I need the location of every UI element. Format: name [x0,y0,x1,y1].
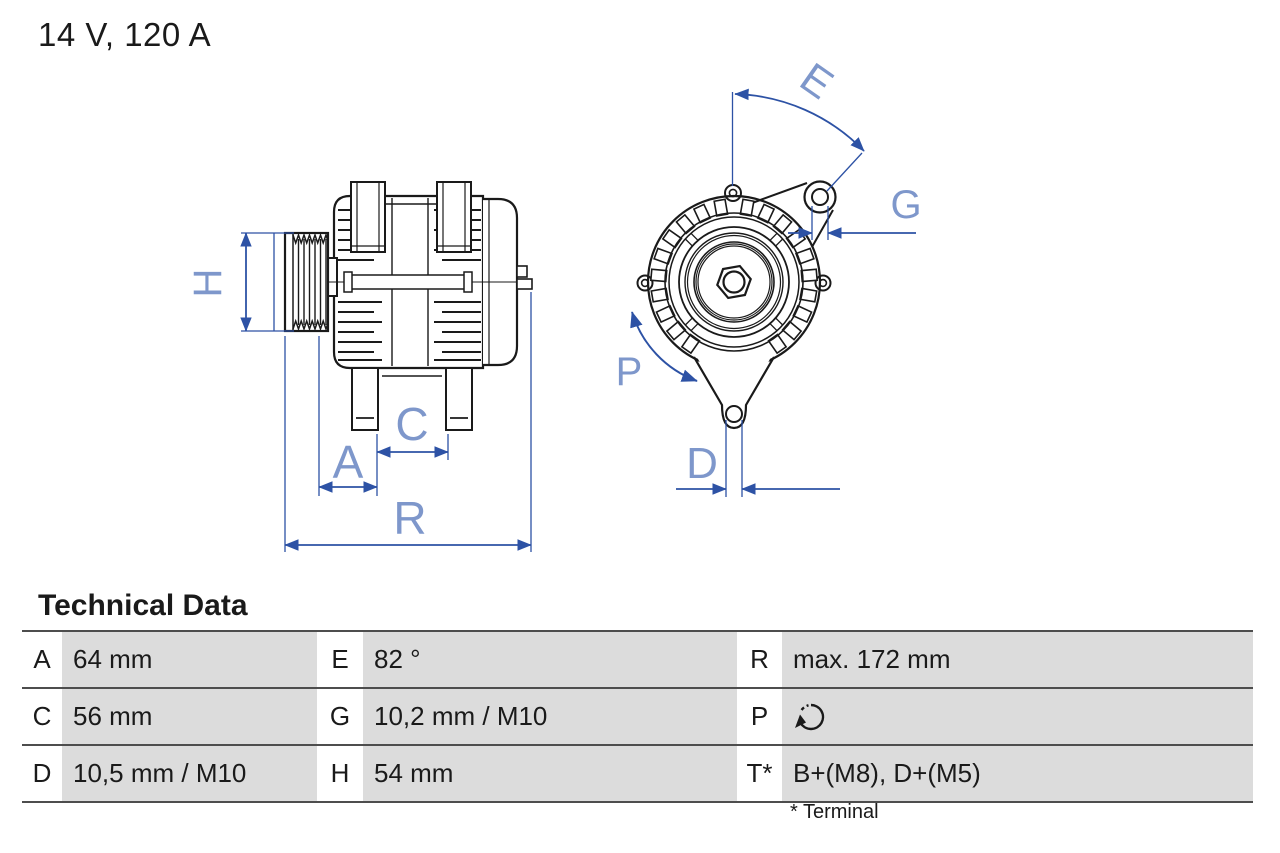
right-ear [814,274,832,292]
spec-key-h: H [317,746,363,801]
bottom-mounting-lug-front [351,367,379,431]
table-row: D 10,5 mm / M10 H 54 mm T* B+(M8), D+(M5… [22,746,1253,803]
spec-value-e: 82 ° [363,632,737,687]
left-ear [636,274,654,292]
terminal-studs [516,265,533,290]
fan-rings [664,212,804,352]
spec-key-p: P [737,689,782,744]
dim-label-p: P [616,350,643,394]
spec-value-a: 64 mm [62,632,317,687]
spec-value-g: 10,2 mm / M10 [363,689,737,744]
bottom-lug [693,355,775,430]
dimension-lines [240,88,916,552]
spec-key-g: G [317,689,363,744]
spec-key-a: A [22,632,62,687]
spec-value-d: 10,5 mm / M10 [62,746,317,801]
through-bolt [343,271,473,293]
dim-h [240,232,294,332]
alternator-front-view [636,180,837,430]
top-ear [724,184,742,202]
page-title: 14 V, 120 A [38,16,212,53]
dim-r [284,292,532,552]
top-mounting-lug-front [350,181,386,253]
spec-value-t: B+(M8), D+(M5) [782,746,1253,801]
table-row: C 56 mm G 10,2 mm / M10 P [22,689,1253,746]
rotation-direction-icon [793,701,829,733]
spec-value-c: 56 mm [62,689,317,744]
bottom-mounting-lug-rear [445,367,473,431]
dim-e [731,88,865,192]
dim-label-a: A [333,436,364,488]
spec-key-r: R [737,632,782,687]
spec-key-d: D [22,746,62,801]
dim-label-e: E [792,53,842,108]
section-title: Technical Data [38,589,248,622]
spec-key-e: E [317,632,363,687]
spec-value-r: max. 172 mm [782,632,1253,687]
dim-label-d: D [686,439,718,488]
rotation-direction-arrow [630,311,698,382]
belt-pulley [283,231,330,333]
alternator-technical-drawing: H A C R E G P D [186,53,922,552]
dim-a [318,336,378,496]
spec-key-c: C [22,689,62,744]
top-mounting-lug-rear [436,181,472,253]
spec-value-p [782,689,1253,744]
shaft-nut [716,264,752,300]
technical-data-table: A 64 mm E 82 ° R max. 172 mm C 56 mm G 1… [22,630,1253,803]
dim-label-h: H [186,269,230,298]
terminal-footnote: * Terminal [790,801,879,823]
dim-label-c: C [395,398,428,450]
dim-label-g: G [890,183,921,227]
dim-label-r: R [393,492,426,544]
dim-g [788,206,916,240]
dim-c [376,434,449,460]
alternator-side-view [283,181,533,431]
table-row: A 64 mm E 82 ° R max. 172 mm [22,632,1253,689]
spec-value-h: 54 mm [363,746,737,801]
dim-d [676,420,840,497]
spec-key-t: T* [737,746,782,801]
